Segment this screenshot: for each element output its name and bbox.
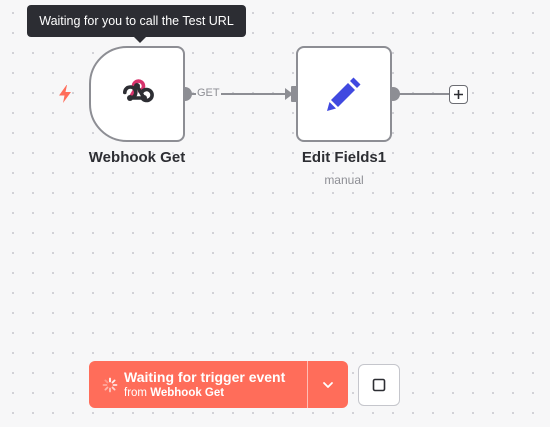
tooltip: Waiting for you to call the Test URL bbox=[27, 5, 246, 37]
tooltip-arrow bbox=[134, 37, 146, 43]
execute-divider bbox=[307, 361, 308, 408]
webhook-get-node[interactable] bbox=[89, 46, 185, 142]
edit-fields-node[interactable] bbox=[296, 46, 392, 142]
spinner-icon bbox=[102, 377, 118, 392]
execute-from-prefix: from bbox=[124, 386, 151, 399]
execute-subtitle: from Webhook Get bbox=[124, 386, 285, 401]
chevron-down-icon bbox=[323, 381, 333, 388]
edit-node-label: Edit Fields1 bbox=[301, 149, 387, 166]
bolt-icon bbox=[59, 85, 71, 103]
execute-title: Waiting for trigger event bbox=[124, 368, 286, 385]
pencil-icon bbox=[327, 77, 361, 111]
tooltip-text: Waiting for you to call the Test URL bbox=[39, 14, 234, 28]
plus-icon bbox=[454, 90, 463, 99]
stop-square-icon bbox=[372, 378, 386, 392]
execute-main[interactable]: Waiting for trigger event from Webhook G… bbox=[89, 361, 307, 408]
execute-from-node: Webhook Get bbox=[150, 386, 225, 399]
connection-arrow bbox=[285, 88, 293, 100]
add-node-button[interactable] bbox=[449, 85, 468, 104]
webhook-node-label: Webhook Get bbox=[88, 149, 186, 166]
execute-workflow-button[interactable]: Waiting for trigger event from Webhook G… bbox=[89, 361, 348, 408]
execute-dropdown-button[interactable] bbox=[308, 361, 348, 408]
edit-input-handle[interactable] bbox=[291, 86, 297, 102]
edit-node-subtitle: manual bbox=[324, 173, 364, 187]
connection-label: GET bbox=[196, 87, 221, 99]
stop-execution-button[interactable] bbox=[358, 364, 400, 406]
webhook-icon bbox=[123, 79, 154, 103]
